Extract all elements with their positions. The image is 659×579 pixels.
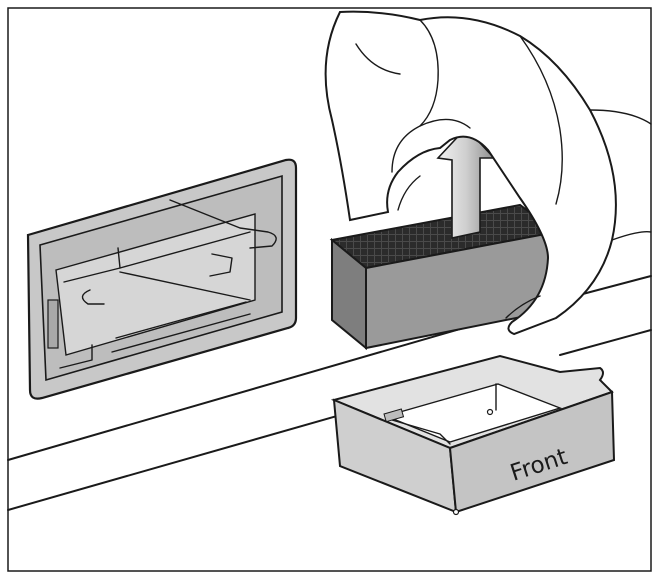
filter-tray: Front xyxy=(330,354,616,516)
hand-icon xyxy=(324,10,652,336)
filter-housing xyxy=(26,158,298,400)
